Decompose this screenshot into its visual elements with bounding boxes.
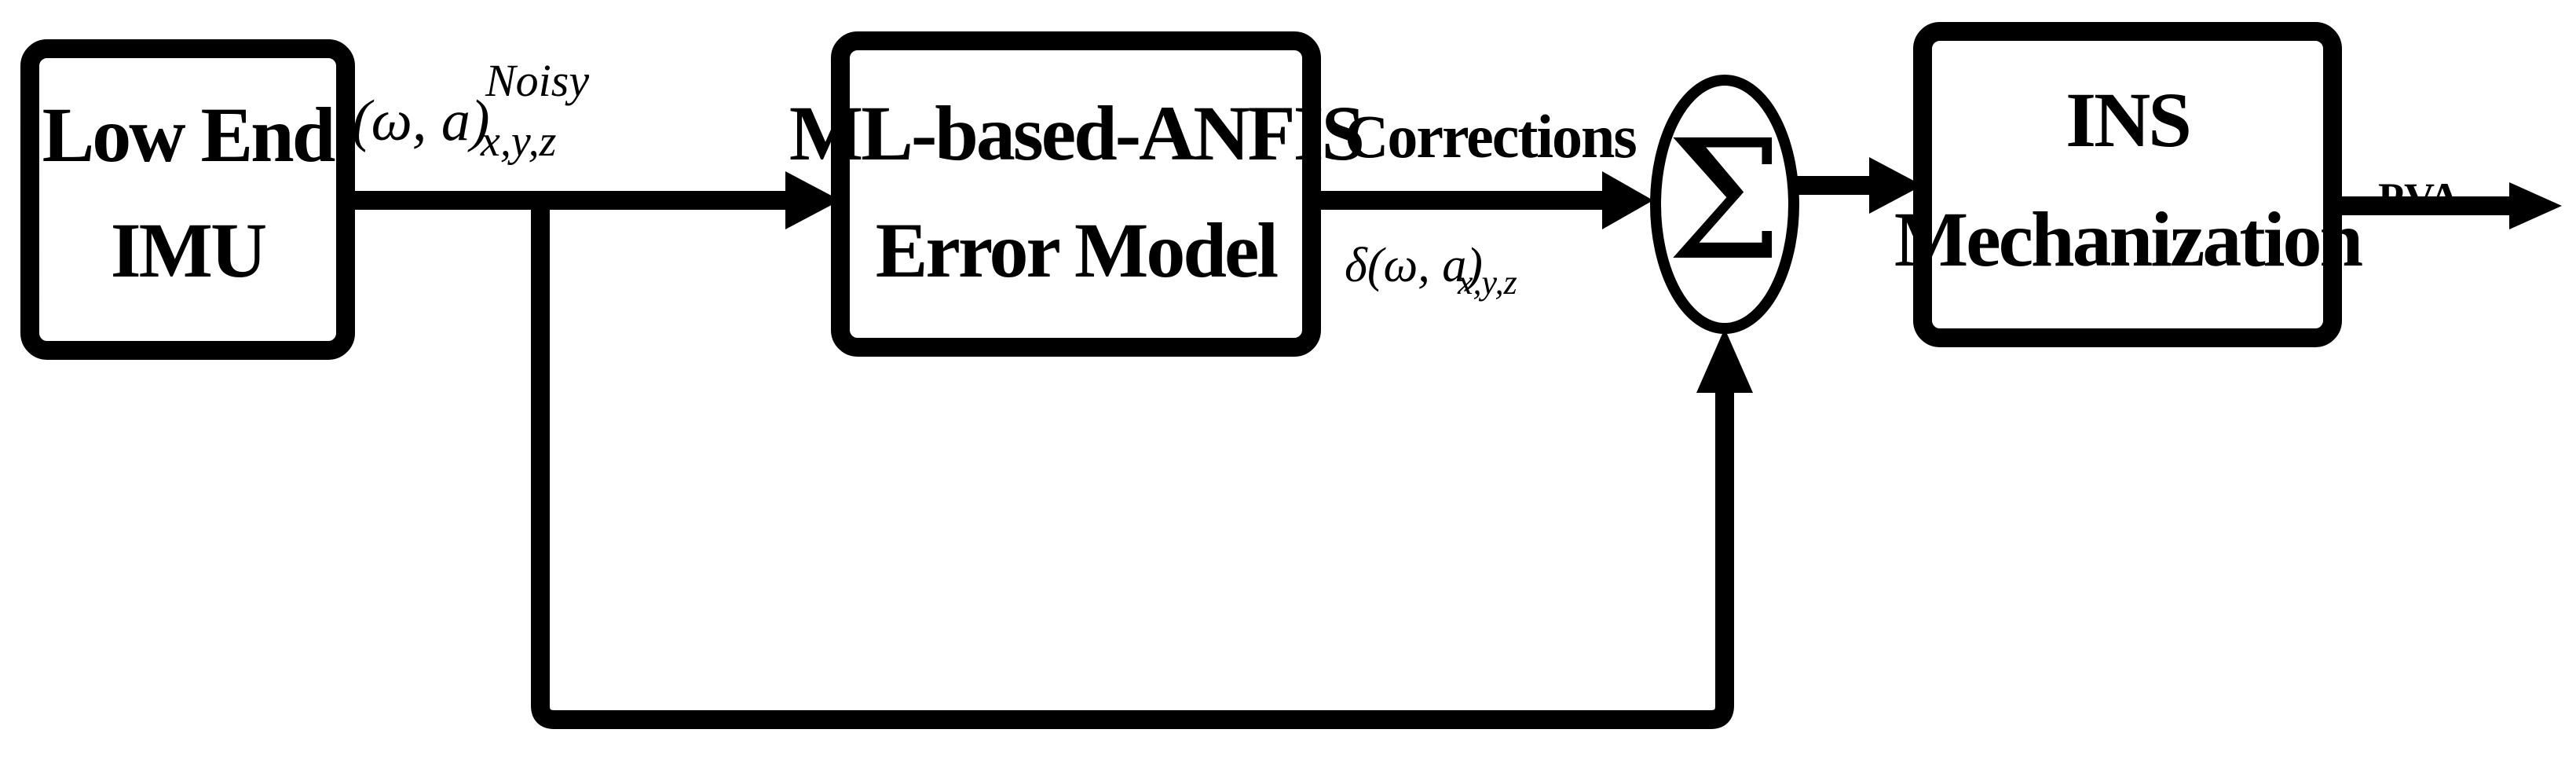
summing-junction-circle [1650, 75, 1799, 334]
imu-block-line2: IMU [111, 207, 265, 294]
pva-output-label: PVA [2378, 174, 2460, 222]
imu-to-anfis-arrowhead [785, 171, 840, 229]
ins-block-frame [1913, 22, 2342, 347]
anfis-block-frame [831, 31, 1321, 357]
corrections-base: δ(ω, a) [1345, 239, 1483, 292]
imu-block: Low End IMU [20, 39, 355, 360]
ins-block-line2: Mechanization [1894, 196, 2363, 283]
imu-block-line1: Low End [42, 91, 335, 178]
feedforward-branch-line [531, 200, 1734, 729]
corrections-subscript: x,y,z [1457, 263, 1517, 302]
anfis-block-line1: ML-based-ANFIS [789, 90, 1363, 177]
ins-block-line1: INS [2066, 76, 2190, 163]
imu-output-base: (ω, a) [352, 89, 490, 153]
ins-block: INS Mechanization [1894, 22, 2366, 347]
summing-junction: Σ [1650, 75, 1799, 334]
sigma-symbol: Σ [1667, 104, 1783, 297]
summer-to-ins-arrowhead [1869, 157, 1923, 214]
anfis-block: ML-based-ANFIS Error Model [789, 31, 1365, 357]
imu-output-subscript: x,y,z [480, 117, 557, 166]
branch-to-summer-arrowhead [1696, 328, 1753, 393]
connections [346, 157, 2562, 729]
anfis-to-summer-arrowhead [1602, 171, 1653, 229]
pva-output-arrowhead [2509, 182, 2562, 229]
imu-block-frame [20, 39, 355, 360]
corrections-title: Corrections [1345, 102, 1636, 170]
imu-output-superscript: Noisy [485, 55, 589, 106]
corrections-label: Corrections δ(ω, a) x,y,z [1345, 102, 1637, 302]
anfis-block-line2: Error Model [876, 207, 1279, 294]
imu-output-label: (ω, a) Noisy x,y,z [352, 55, 589, 166]
